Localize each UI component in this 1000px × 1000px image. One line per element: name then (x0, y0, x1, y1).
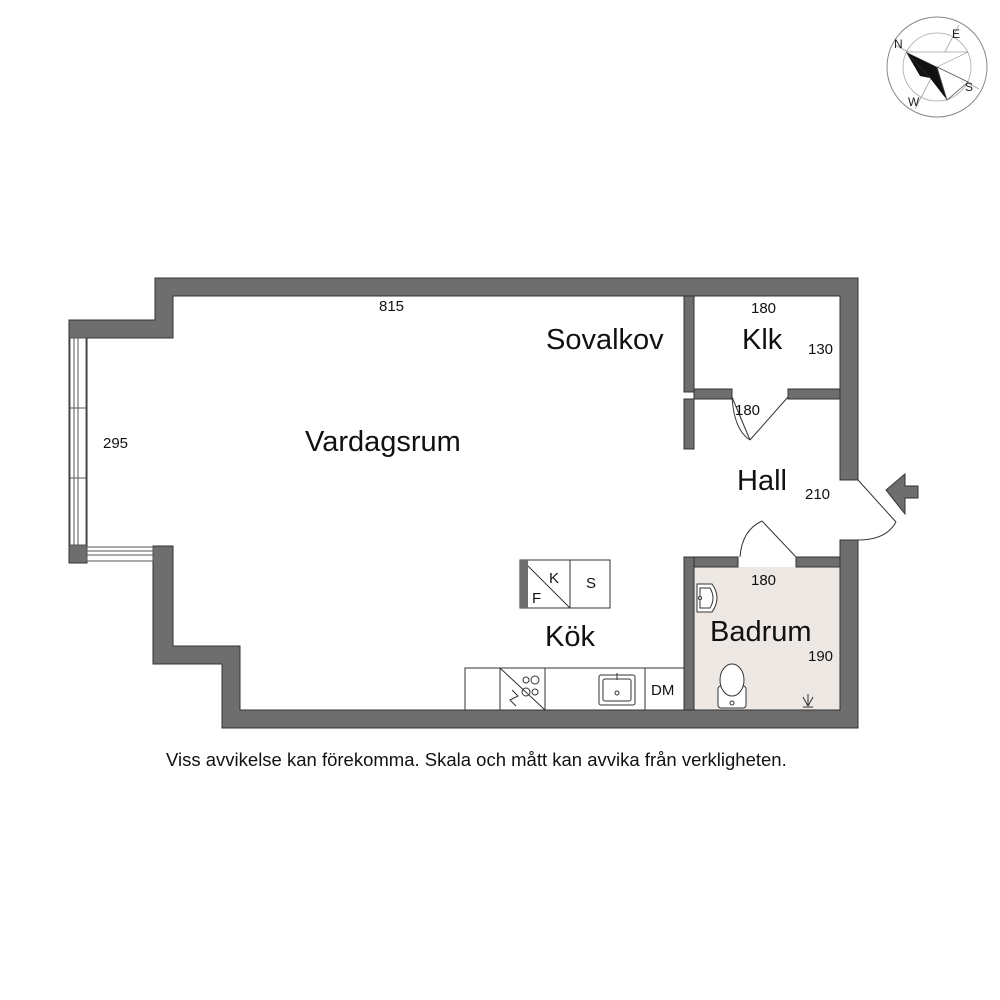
room-kok: Kök (545, 621, 595, 653)
dim-bath-depth: 190 (808, 648, 833, 665)
dim-hall-depth: 210 (805, 486, 830, 503)
toilet-icon (717, 663, 747, 709)
disclaimer: Viss avvikelse kan förekomma. Skala och … (166, 749, 787, 770)
entrance-door (857, 479, 897, 541)
klk-door (731, 396, 789, 441)
fridge-label: F (532, 590, 541, 607)
southwest-window (86, 546, 154, 562)
room-sovalkov: Sovalkov (546, 324, 664, 356)
compass-west: W (908, 95, 920, 109)
compass-south: S (965, 80, 973, 94)
stove-icon (509, 675, 540, 707)
dishwasher-label: DM (651, 682, 674, 699)
entrance-arrow-icon (885, 472, 919, 516)
bathroom-floor (693, 567, 840, 710)
washbasin-icon (696, 583, 718, 613)
sink-icon (598, 673, 636, 706)
room-vardagsrum: Vardagsrum (305, 426, 461, 458)
compass-rose-icon (886, 16, 988, 118)
compass-north: N (894, 37, 903, 51)
kitchen-island (519, 559, 611, 609)
freezer-label: K (549, 570, 559, 587)
room-klk: Klk (742, 324, 783, 356)
dim-living-width: 815 (379, 298, 404, 315)
west-window (69, 337, 87, 546)
storage-label: S (586, 575, 596, 592)
room-badrum: Badrum (710, 616, 812, 648)
dim-hall-width: 180 (735, 402, 760, 419)
room-hall: Hall (737, 465, 787, 497)
dim-bath-width: 180 (751, 572, 776, 589)
dim-klk-depth: 130 (808, 341, 833, 358)
exterior-wall-lower (68, 544, 88, 564)
kitchen-counter (464, 667, 685, 711)
dim-klk-width: 180 (751, 300, 776, 317)
bathroom-door (739, 520, 797, 558)
compass-east: E (952, 27, 960, 41)
floor-drain-icon (802, 694, 814, 708)
interior-walls (683, 295, 841, 711)
dim-living-depth: 295 (103, 435, 128, 452)
exterior-wall-south (152, 539, 859, 729)
